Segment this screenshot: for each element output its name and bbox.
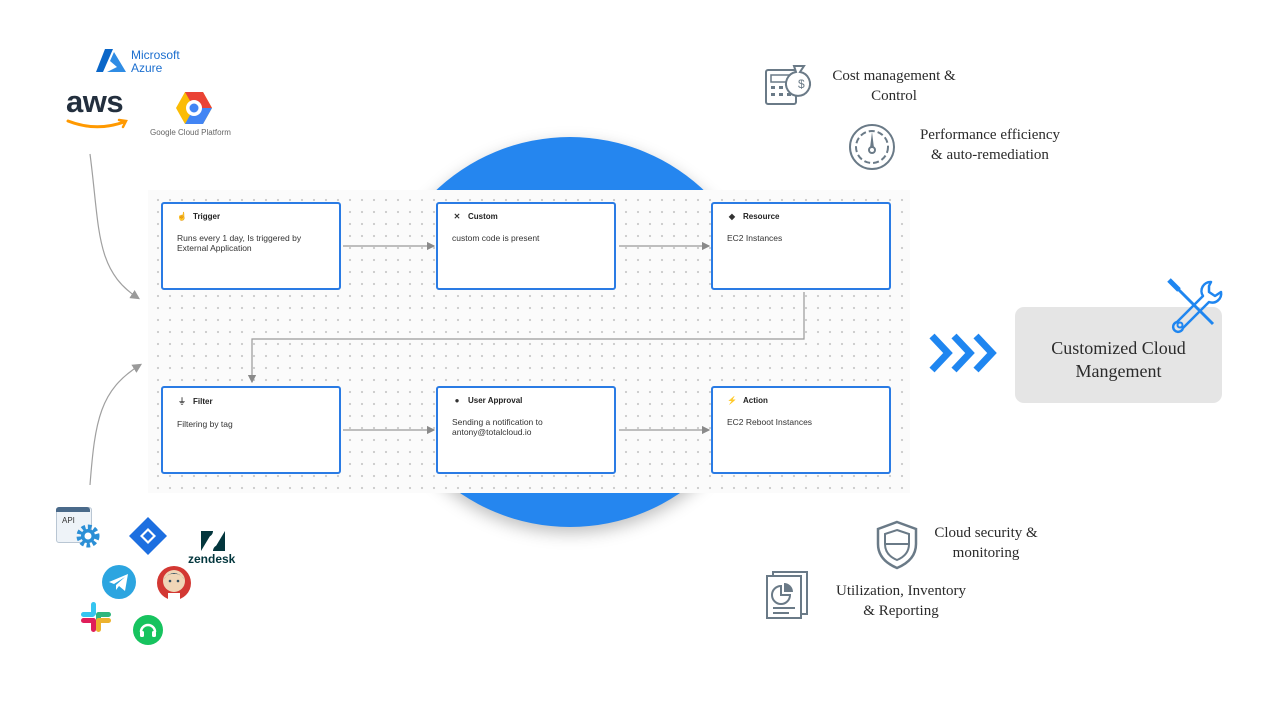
node-body: Filtering by tag <box>177 419 233 429</box>
wrench-screwdriver-icon <box>1167 278 1223 334</box>
report-chart-icon <box>766 571 808 619</box>
feature-security: Cloud security & monitoring <box>921 523 1051 563</box>
aws-smile-icon <box>66 118 128 129</box>
node-body: custom code is present <box>452 233 540 243</box>
integrations-arrow <box>89 363 143 486</box>
node-title: User Approval <box>468 396 523 405</box>
feature-reporting-line1: Utilization, Inventory <box>836 583 966 599</box>
result-line2: Mangement <box>1075 361 1162 381</box>
node-user-approval[interactable]: ● User Approval Sending a notification to… <box>436 386 616 474</box>
jira-icon <box>129 517 167 555</box>
node-title: Action <box>743 396 768 405</box>
node-resource[interactable]: ◆ Resource EC2 Instances <box>711 202 891 290</box>
feature-cost: Cost management & Control <box>818 66 970 106</box>
workflow-edges <box>247 241 805 435</box>
feature-performance-line1: Performance efficiency <box>919 127 1061 143</box>
gcp-logo: Google Cloud Platform <box>150 90 245 140</box>
gear-icon <box>76 524 100 548</box>
node-body: Sending a notification to antony@totalcl… <box>452 417 543 437</box>
gcp-label: Google Cloud Platform <box>150 128 231 137</box>
zendesk-logo: zendesk <box>188 530 244 566</box>
jenkins-icon <box>157 566 191 601</box>
tools-icon: ✕ <box>453 212 461 221</box>
svg-text:$: $ <box>798 77 805 91</box>
workflow-canvas: ☝ Trigger Runs every 1 day, Is triggered … <box>148 190 910 493</box>
hand-pointer-icon: ☝ <box>177 212 187 221</box>
api-label: API <box>62 516 75 525</box>
node-title: Resource <box>743 212 780 221</box>
chevrons-right-icon <box>929 333 997 373</box>
feature-reporting: Utilization, Inventory & Reporting <box>816 581 986 621</box>
node-filter[interactable]: ⏚ Filter Filtering by tag <box>161 386 341 474</box>
edge-resource-filter <box>247 292 805 384</box>
result-line1: Customized Cloud <box>1051 338 1186 358</box>
feature-reporting-line2: & Reporting <box>863 603 939 619</box>
feature-security-line1: Cloud security & <box>934 525 1038 541</box>
node-body: EC2 Reboot Instances <box>727 417 813 427</box>
feature-security-line2: monitoring <box>952 545 1020 561</box>
cube-icon: ◆ <box>728 212 736 221</box>
azure-line2: Azure <box>131 61 163 75</box>
azure-logo: Microsoft Azure <box>95 48 195 76</box>
node-custom[interactable]: ✕ Custom custom code is present <box>436 202 616 290</box>
feature-cost-line2: Control <box>871 88 917 104</box>
telegram-icon <box>102 565 136 599</box>
aws-logo: aws <box>66 86 132 134</box>
headset-support-icon <box>133 615 163 645</box>
api-logo: API <box>56 507 104 551</box>
gcp-hexagon-icon <box>176 92 212 124</box>
node-body: EC2 Instances <box>727 233 783 243</box>
calculator-money-icon: $ <box>765 65 811 105</box>
bolt-icon: ⚡ <box>727 396 737 405</box>
azure-line1: Microsoft <box>131 48 180 62</box>
node-trigger[interactable]: ☝ Trigger Runs every 1 day, Is triggered … <box>161 202 341 290</box>
input-connectors <box>89 153 143 486</box>
slack-icon <box>81 602 111 632</box>
azure-icon <box>96 49 126 72</box>
feature-performance-line2: & auto-remediation <box>931 147 1049 163</box>
aws-wordmark: aws <box>66 84 124 119</box>
node-title: Trigger <box>193 212 221 221</box>
node-body: Runs every 1 day, Is triggered by Extern… <box>177 233 302 253</box>
node-title: Filter <box>193 397 213 406</box>
node-title: Custom <box>468 212 498 221</box>
result-label: Customized Cloud Mangement <box>1015 337 1222 383</box>
speedometer-icon <box>849 124 895 170</box>
zendesk-label: zendesk <box>188 552 236 566</box>
zendesk-icon <box>201 531 225 551</box>
providers-arrow <box>89 153 141 300</box>
funnel-icon: ⏚ <box>178 397 186 406</box>
users-icon: ● <box>454 396 460 405</box>
shield-icon <box>876 520 918 570</box>
node-action[interactable]: ⚡ Action EC2 Reboot Instances <box>711 386 891 474</box>
feature-performance: Performance efficiency & auto-remediatio… <box>900 125 1080 165</box>
feature-cost-line1: Cost management & <box>832 68 956 84</box>
